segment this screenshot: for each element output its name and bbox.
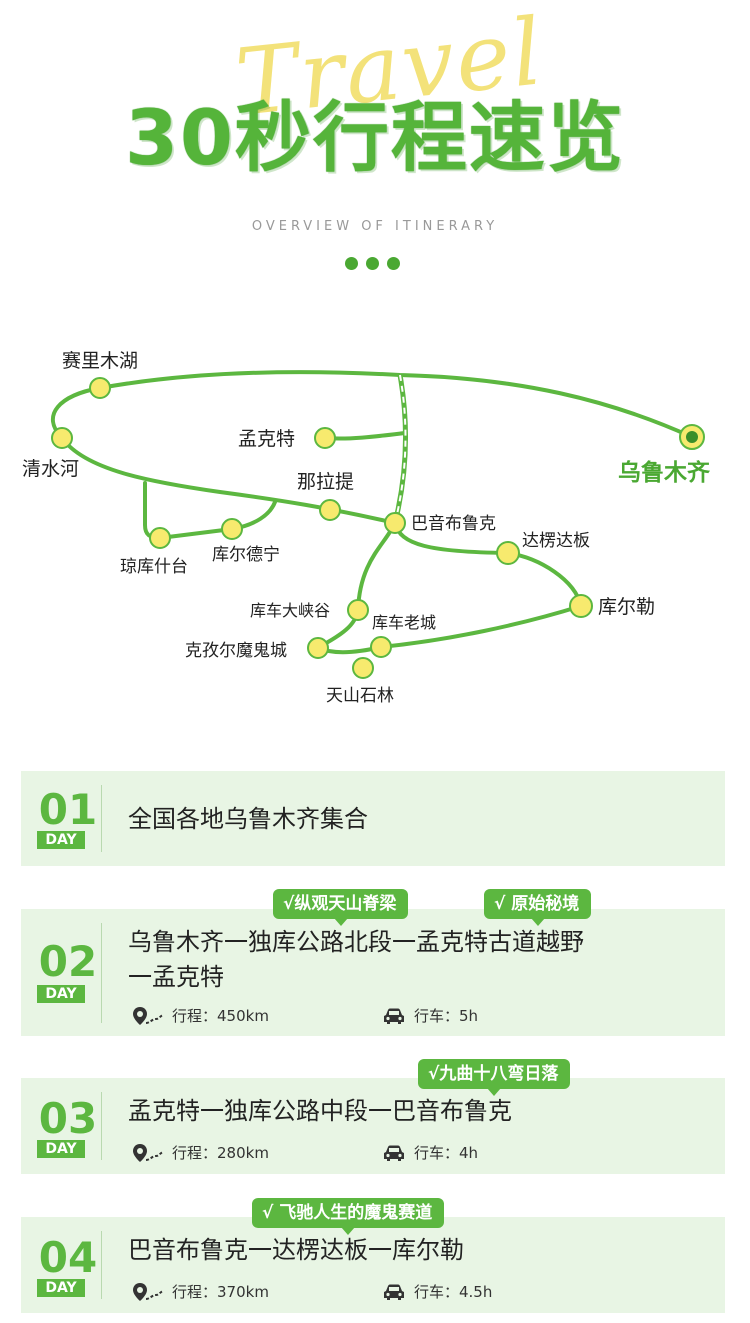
map-pin-route-icon (133, 1282, 164, 1301)
map-pin-route-icon (133, 1006, 164, 1025)
day-card-03: 03 DAY 孟克特一独库公路中段一巴音布鲁克 行程：280km 行车：4h (21, 1078, 725, 1174)
map-pin-route-icon (133, 1143, 164, 1162)
label-kuerdening: 库尔德宁 (212, 545, 280, 565)
day-title-line1: 乌鲁木齐一独库公路北段一孟克特古道越野 (128, 928, 584, 956)
label-urumqi: 乌鲁木齐 (618, 459, 711, 486)
highlight-badge: √九曲十八弯日落 (418, 1059, 571, 1096)
node-sailimu (89, 377, 111, 399)
label-kezier: 克孜尔魔鬼城 (185, 641, 287, 661)
node-tianshan-stone (352, 657, 374, 679)
highlight-badge: √ 飞驰人生的魔鬼赛道 (252, 1198, 445, 1235)
highlight-badge: √ 原始秘境 (484, 889, 592, 926)
day-number: 02 (38, 937, 98, 986)
dot (366, 257, 379, 270)
node-mengkete (314, 427, 336, 449)
label-nalati: 那拉提 (297, 471, 354, 493)
node-kuerdening (221, 518, 243, 540)
dot (345, 257, 358, 270)
label-mengkete: 孟克特 (238, 428, 295, 450)
drive-info: 行车：4.5h (382, 1281, 492, 1302)
day-number: 01 (38, 785, 98, 834)
divider (101, 1231, 102, 1299)
divider (101, 1092, 102, 1160)
distance-info: 行程：280km (132, 1142, 269, 1163)
page-title: 30秒行程速览 (125, 93, 625, 182)
label-qiongkushitai: 琼库什台 (120, 557, 188, 577)
car-icon (384, 1008, 404, 1024)
node-qingshuihe (51, 427, 73, 449)
distance-text: 行程：450km (172, 1007, 269, 1025)
drive-text: 行车：4h (414, 1144, 479, 1162)
distance-text: 行程：370km (172, 1283, 269, 1301)
day-title: 巴音布鲁克一达楞达板一库尔勒 (128, 1236, 464, 1264)
label-kuche-oldtown: 库车老城 (372, 613, 436, 632)
label-tianshan-stone: 天山石林 (326, 686, 394, 706)
node-kezier (307, 637, 329, 659)
drive-text: 行车：4.5h (414, 1283, 493, 1301)
day-title-line2: 一孟克特 (128, 963, 224, 991)
day-title: 孟克特一独库公路中段一巴音布鲁克 (128, 1097, 512, 1125)
day-card-01: 01 DAY 全国各地乌鲁木齐集合 (21, 771, 725, 866)
route-line-kuerle-kuche (379, 604, 583, 649)
node-kuche-canyon (347, 599, 369, 621)
label-kuerle: 库尔勒 (598, 596, 655, 618)
page-subtitle: OVERVIEW OF ITINERARY (251, 219, 499, 234)
day-card-02: 02 DAY 乌鲁木齐一独库公路北段一孟克特古道越野 一孟克特 行程：450km… (21, 909, 725, 1036)
day-card-04: 04 DAY 巴音布鲁克一达楞达板一库尔勒 行程：370km 行车：4.5h (21, 1217, 725, 1313)
route-line-north (50, 370, 694, 440)
node-dalaoban (496, 541, 520, 565)
divider (101, 785, 102, 852)
car-icon (384, 1145, 404, 1161)
node-urumqi-center (686, 431, 698, 443)
distance-text: 行程：280km (172, 1144, 269, 1162)
day-tag: DAY (37, 985, 85, 1003)
decorative-dots (345, 257, 400, 271)
drive-text: 行车：5h (414, 1007, 479, 1025)
distance-info: 行程：370km (132, 1281, 269, 1302)
label-dalaoban: 达楞达板 (522, 531, 590, 551)
day-number: 04 (38, 1233, 98, 1282)
divider (101, 923, 102, 1023)
dot (387, 257, 400, 270)
car-icon (384, 1284, 404, 1300)
node-nalati (319, 499, 341, 521)
day-tag: DAY (37, 831, 85, 849)
route-line-mengkete (323, 431, 407, 441)
day-title: 全国各地乌鲁木齐集合 (128, 805, 368, 833)
day-number: 03 (38, 1094, 98, 1143)
node-bayinbuluke (384, 512, 406, 534)
route-map: 赛里木湖 清水河 孟克特 那拉提 巴音布鲁克 琼库什台 库尔德宁 达楞达板 库尔… (0, 320, 750, 720)
drive-info: 行车：4h (382, 1142, 478, 1163)
day-tag: DAY (37, 1279, 85, 1297)
header: Travel 30秒行程速览 OVERVIEW OF ITINERARY (0, 0, 750, 300)
highlight-badge: √纵观天山脊梁 (273, 889, 409, 926)
distance-info: 行程：450km (132, 1005, 269, 1026)
drive-info: 行车：5h (382, 1005, 478, 1026)
day-tag: DAY (37, 1140, 85, 1158)
label-bayinbuluke: 巴音布鲁克 (411, 514, 496, 534)
node-kuche-oldtown (370, 636, 392, 658)
label-sailimu: 赛里木湖 (62, 350, 138, 372)
label-qingshuihe: 清水河 (22, 458, 79, 480)
label-kuche-canyon: 库车大峡谷 (250, 601, 330, 620)
node-kuerle (569, 594, 593, 618)
node-qiongkushitai (149, 527, 171, 549)
route-map-svg: 赛里木湖 清水河 孟克特 那拉提 巴音布鲁克 琼库什台 库尔德宁 达楞达板 库尔… (22, 350, 711, 706)
